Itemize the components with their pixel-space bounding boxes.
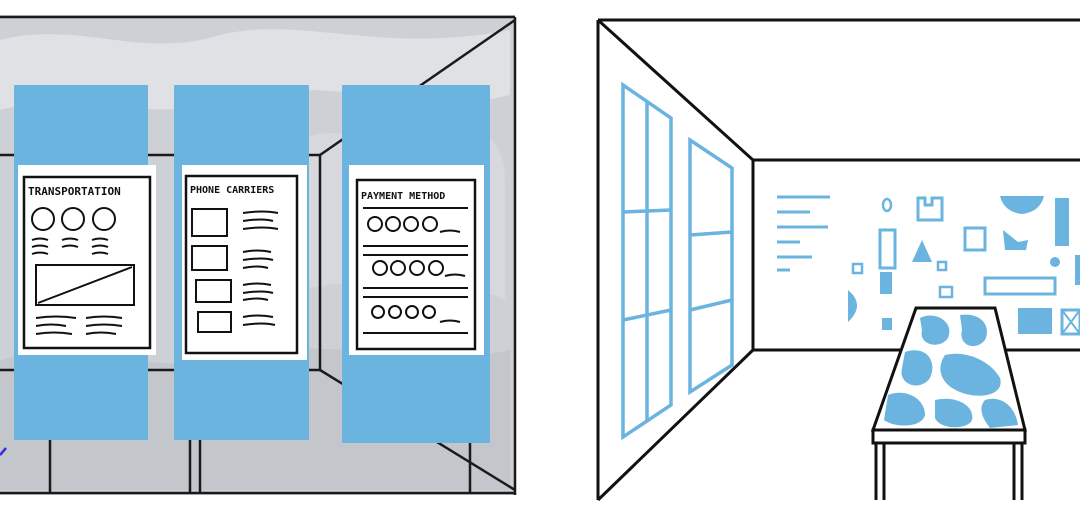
exhibit-table: [870, 306, 1027, 500]
poster-payment-method: PAYMENT METHOD: [349, 165, 484, 355]
right-room-sketch: [596, 18, 1080, 502]
poster-phone-carriers: PHONE CARRIERS: [182, 165, 307, 360]
left-room-sketch: TRANSPORTATION PHONE CARRIERS: [0, 15, 517, 495]
poster-transportation-doodles: [31, 207, 135, 335]
back-wall-exhibit: [777, 195, 1080, 336]
wall-text-lines: [777, 195, 830, 272]
table-legs: [874, 443, 1024, 500]
table-apron: [871, 428, 1027, 445]
poster-transportation: TRANSPORTATION: [18, 165, 156, 355]
poster-heading-transportation: TRANSPORTATION: [28, 185, 121, 198]
wall-artifacts: [848, 196, 1080, 336]
poster-heading-payment-method: PAYMENT METHOD: [361, 191, 445, 202]
poster-heading-phone-carriers: PHONE CARRIERS: [190, 185, 274, 196]
ink-mark: [0, 447, 7, 456]
poster-payment-method-doodles: [363, 207, 468, 334]
poster-phone-carriers-doodles: [191, 208, 279, 333]
left-wall-windows: [621, 81, 734, 441]
table-pattern: [884, 314, 1018, 428]
